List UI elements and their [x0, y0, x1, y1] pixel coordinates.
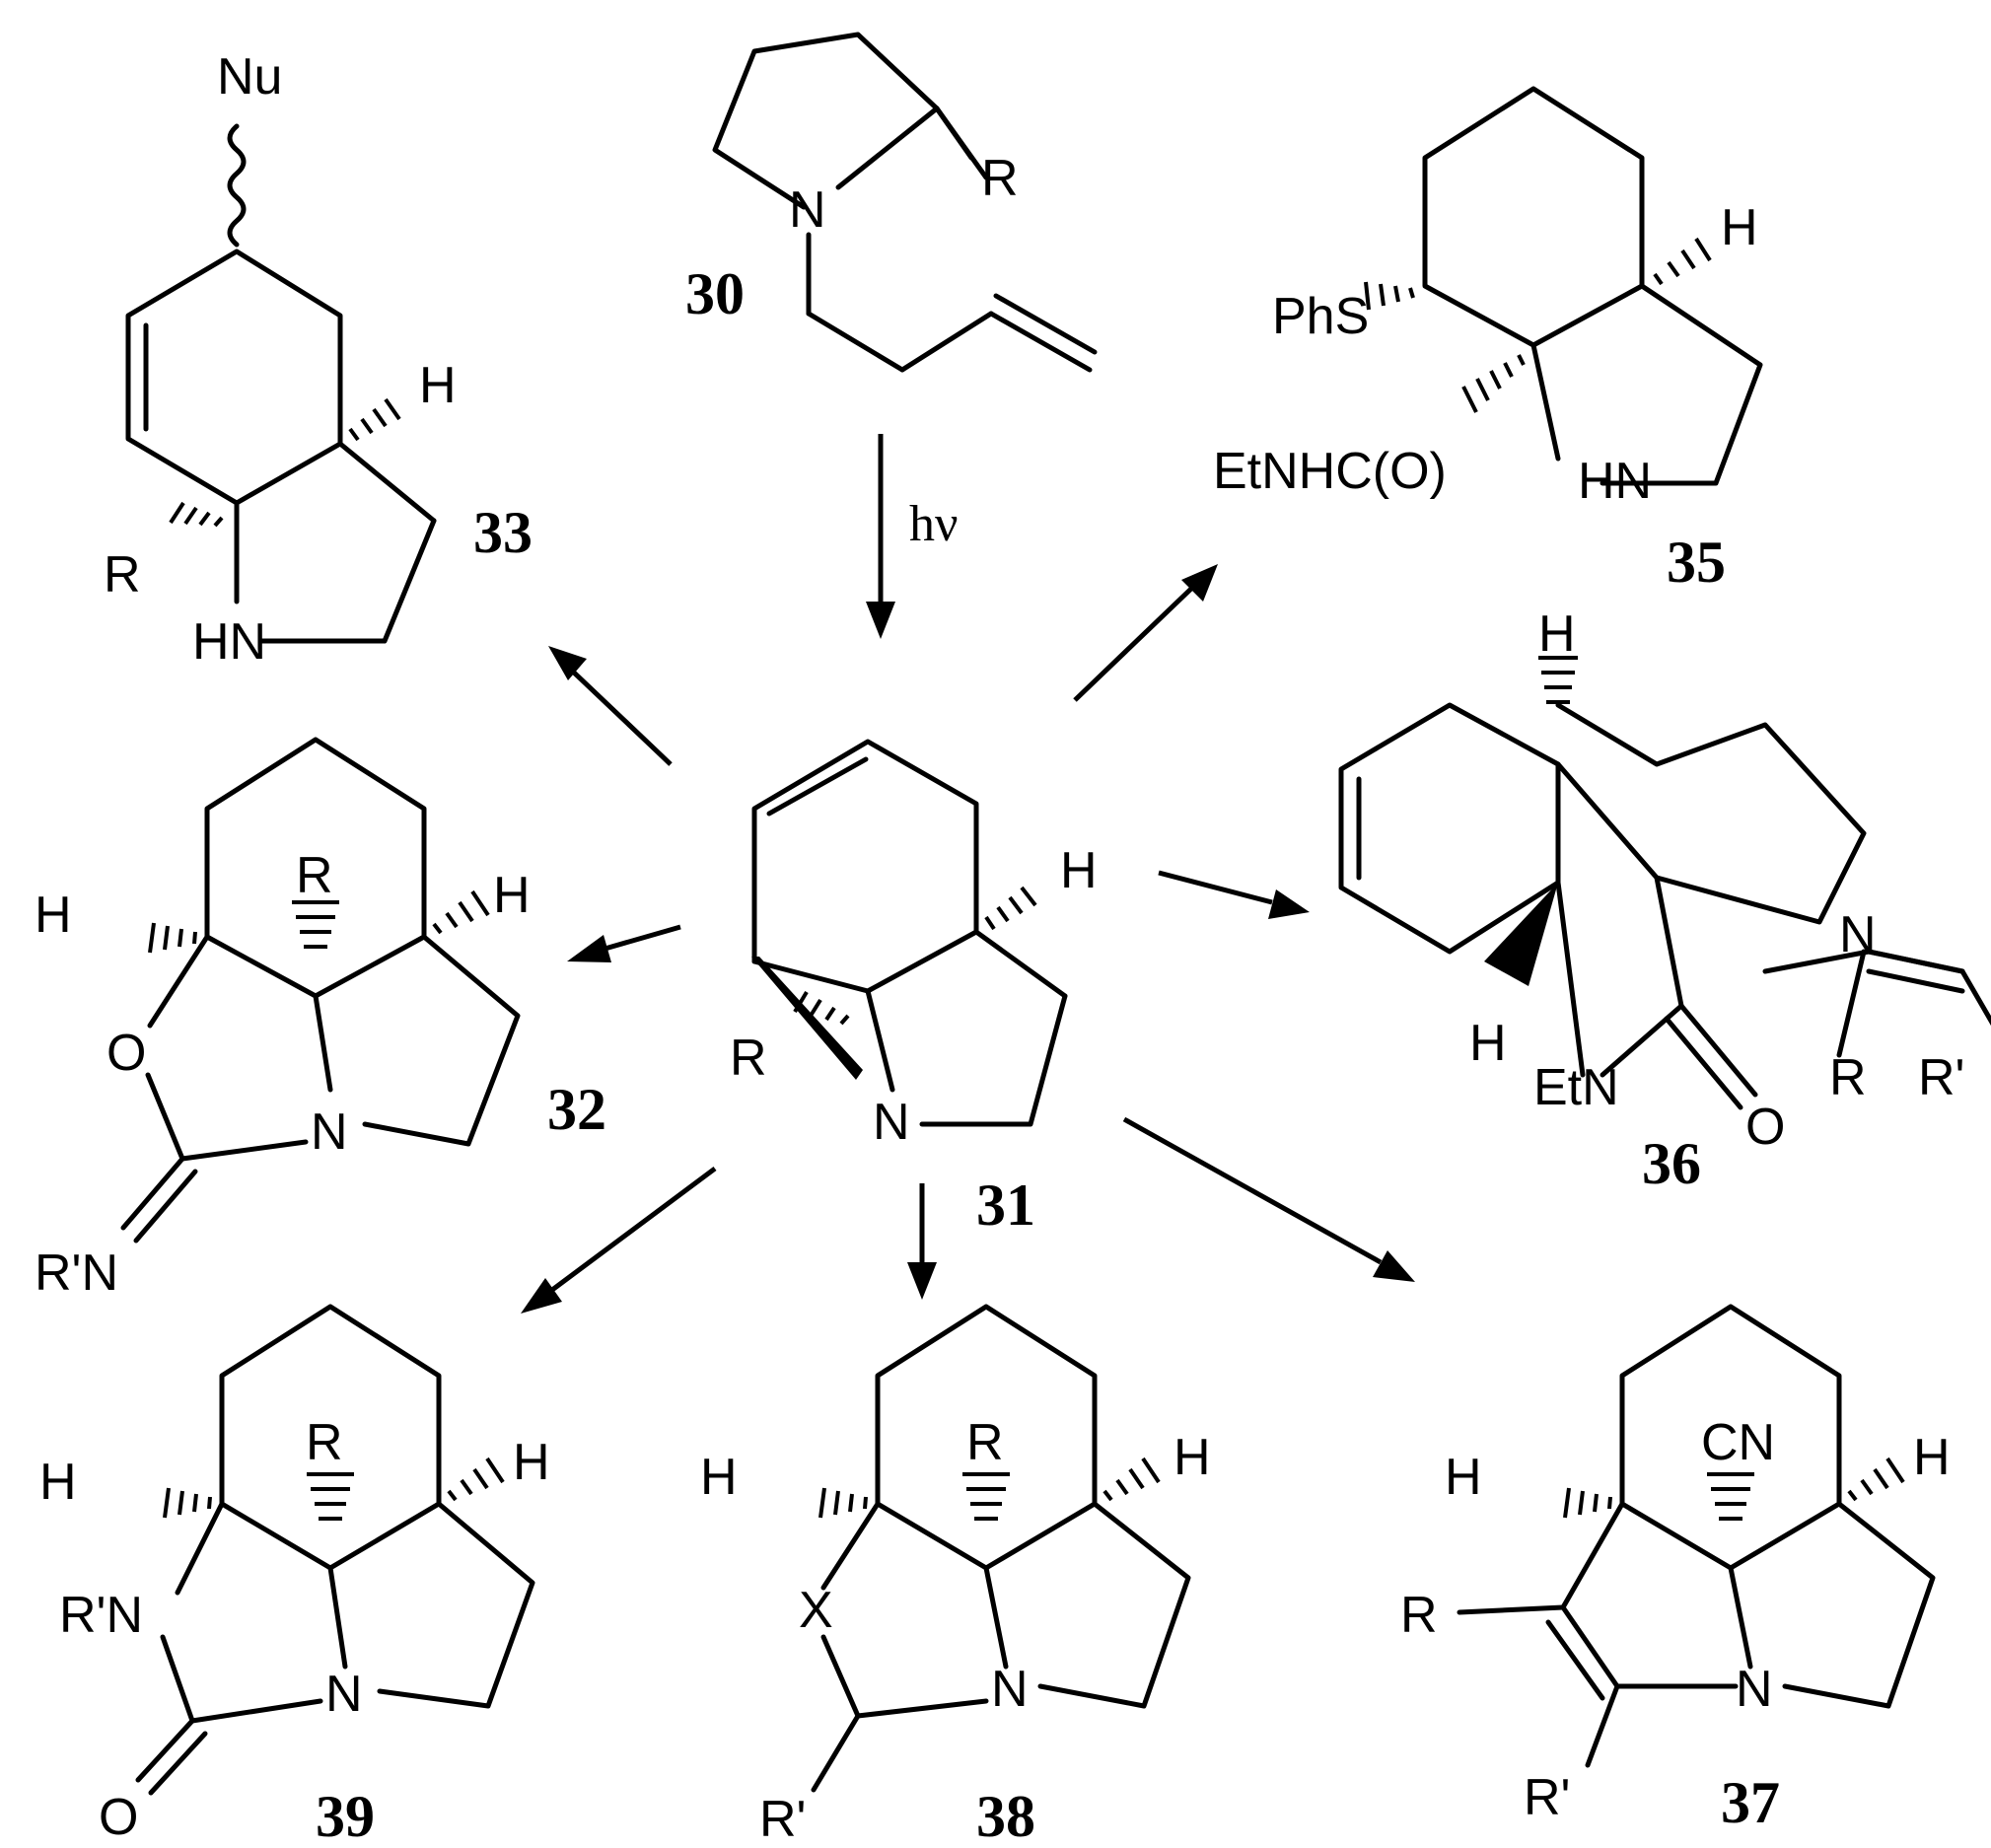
compound-30: N R 30 [685, 32, 1098, 373]
atom-h2: H [1173, 1429, 1211, 1486]
atom-h2: H [1469, 1015, 1507, 1072]
atom-r: R [1829, 1049, 1867, 1106]
atom-x: X [799, 1582, 833, 1639]
atom-r: R [730, 1030, 767, 1087]
atom-h1: H [35, 887, 72, 944]
atom-r: R [296, 847, 333, 904]
atom-phs: PhS [1272, 288, 1369, 345]
compound-32: H R H O N R'N 32 [35, 737, 606, 1302]
atom-etn: EtN [1533, 1059, 1619, 1116]
compound-number-36: 36 [1642, 1131, 1701, 1196]
atom-hn: HN [1578, 453, 1652, 510]
atom-cn: CN [1701, 1414, 1775, 1471]
atom-h2: H [493, 867, 531, 924]
arrow-to-32 [567, 924, 681, 962]
atom-r: R [306, 1414, 343, 1471]
compound-number-35: 35 [1667, 530, 1726, 595]
arrow-to-37 [1122, 1116, 1415, 1282]
atom-n: N [311, 1103, 348, 1161]
compound-33: Nu H R HN 33 [104, 48, 533, 671]
compound-number-39: 39 [316, 1784, 375, 1848]
atom-amide: EtNHC(O) [1213, 443, 1447, 500]
condition-hv: hν [909, 496, 959, 552]
atom-hn: HN [192, 613, 266, 671]
compound-number-38: 38 [976, 1784, 1035, 1848]
atom-h: H [1721, 199, 1758, 256]
compound-number-33: 33 [473, 500, 533, 565]
atom-h: H [419, 357, 457, 414]
atom-r: R [104, 546, 141, 604]
atom-rn: R'N [35, 1244, 118, 1302]
atom-n: N [991, 1661, 1029, 1718]
compound-38: R H H X N R' 38 [700, 1304, 1211, 1848]
atom-n: N [873, 1094, 910, 1151]
atom-h1: H [1538, 605, 1576, 663]
compound-31: H R N 31 [730, 739, 1098, 1238]
atom-r2: R' [759, 1791, 806, 1848]
atom-r2: R' [1524, 1769, 1570, 1826]
compound-number-32: 32 [547, 1077, 606, 1142]
arrow-to-38 [907, 1183, 937, 1300]
compound-number-37: 37 [1721, 1770, 1780, 1835]
arrow-to-39 [521, 1166, 717, 1314]
atom-nu: Nu [217, 48, 282, 106]
atom-r: R [981, 150, 1019, 207]
atom-h1: H [1445, 1449, 1482, 1506]
atom-h1: H [700, 1449, 738, 1506]
atom-n: N [1736, 1661, 1773, 1718]
atom-r2: R' [1918, 1049, 1964, 1106]
compound-35: H PhS EtNHC(O) HN 35 [1213, 86, 1763, 595]
atom-o: O [107, 1025, 146, 1082]
compound-37: CN H H R N R' 37 [1400, 1304, 1951, 1835]
compound-number-31: 31 [976, 1173, 1035, 1238]
atom-r: R [966, 1414, 1004, 1471]
atom-n: N [1839, 906, 1877, 963]
arrow-to-35 [1073, 564, 1218, 702]
compound-number-30: 30 [685, 261, 745, 326]
arrow-hv: hν [866, 434, 959, 639]
atom-rn: R'N [59, 1587, 143, 1644]
atom-h2: H [1913, 1429, 1951, 1486]
compound-36: H N H EtN O R R' 36 [1338, 605, 1991, 1196]
atom-h1: H [39, 1454, 77, 1511]
arrow-to-33 [548, 646, 673, 766]
atom-n: N [789, 181, 826, 239]
atom-h: H [1060, 842, 1098, 899]
atom-r: R [1400, 1587, 1438, 1644]
atom-n: N [325, 1666, 363, 1723]
atom-o: O [99, 1789, 138, 1846]
compound-39: R H H R'N N O 39 [39, 1304, 550, 1848]
arrow-to-36 [1158, 870, 1310, 919]
atom-o: O [1745, 1099, 1785, 1156]
atom-h2: H [513, 1434, 550, 1491]
